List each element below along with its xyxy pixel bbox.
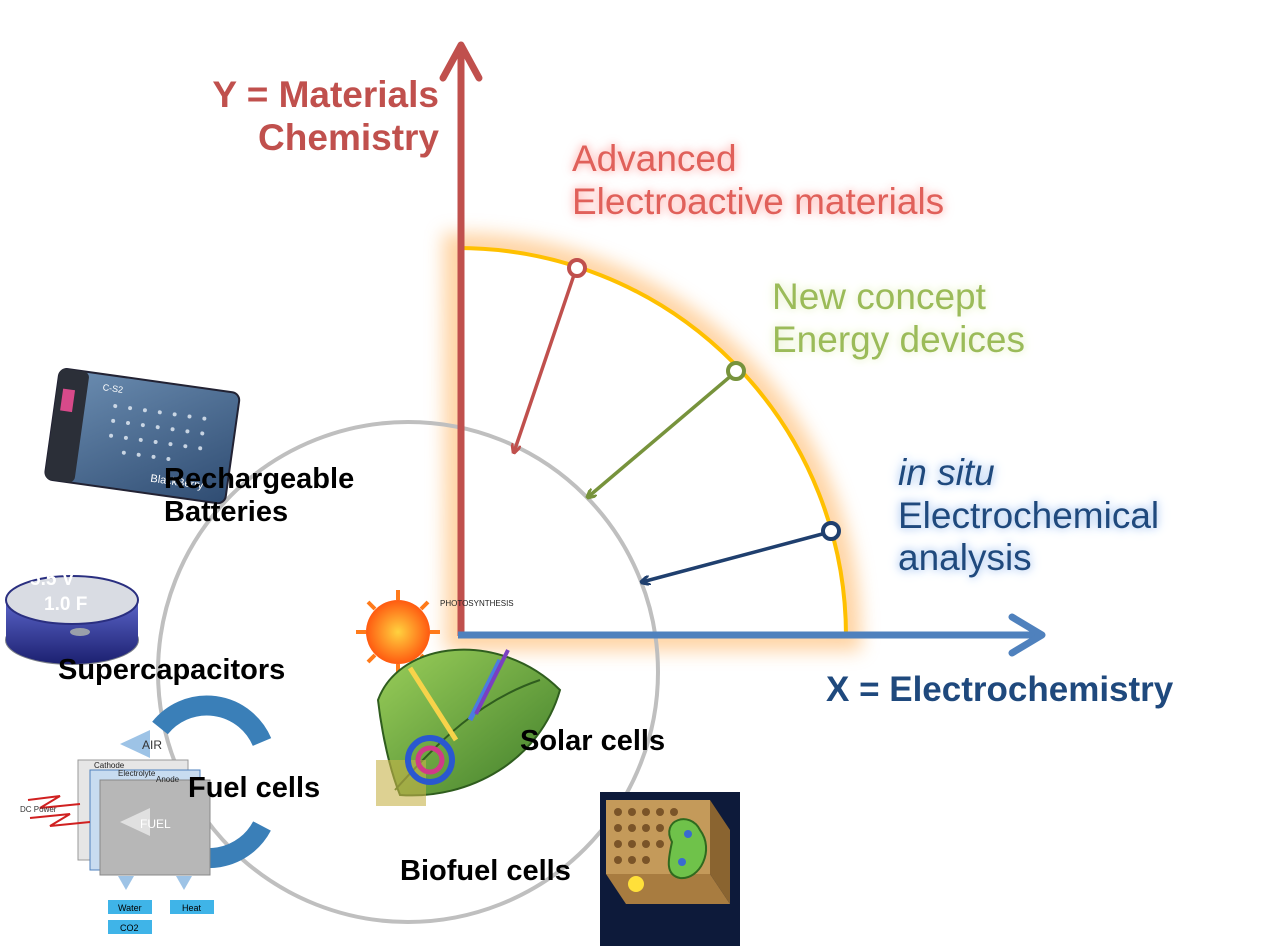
fuel-anode-text: Anode	[156, 775, 180, 784]
fuel-electrolyte-text: Electrolyte	[118, 769, 156, 778]
sun-icon	[366, 600, 430, 664]
x-axis-label: X = Electrochemistry	[826, 670, 1174, 709]
batteries-line1: Rechargeable	[164, 463, 355, 495]
fuel-heat-text: Heat	[182, 903, 202, 913]
batteries-line2: Batteries	[164, 496, 289, 529]
red-arrow	[514, 271, 577, 452]
supercapacitors-label: Supercapacitors	[58, 654, 286, 686]
new-concept-label: New concept Energy devices	[772, 276, 1025, 361]
advanced-materials-line1: Advanced	[572, 138, 737, 179]
x-axis	[458, 613, 1046, 657]
battery-model-text: C-S2	[102, 382, 124, 395]
batteries-label: Rechargeable Batteries	[164, 463, 354, 530]
in-situ-line1: in situ	[898, 452, 995, 493]
in-situ-line2: Electrochemical	[898, 494, 1160, 536]
fuel-cells-label: Fuel cells	[188, 772, 321, 804]
solar-leaf-image: PHOTOSYNTHESIS	[356, 590, 562, 806]
y-axis-label: Y = Materials Chemistry	[212, 74, 439, 159]
biofuel-cells-label: Biofuel cells	[400, 855, 571, 887]
supercapacitor-image: 5.5 V 1.0 F	[5, 569, 139, 665]
in-situ-label: in situ Electrochemical analysis	[898, 452, 1159, 580]
y-axis-arrowhead	[439, 41, 483, 82]
in-situ-line3: analysis	[898, 537, 1032, 579]
biofuel-cell-image	[600, 792, 740, 946]
green-arc-marker	[726, 361, 746, 381]
capacitor-farad-text: 1.0 F	[44, 594, 87, 615]
red-arc-marker	[567, 258, 587, 278]
fuel-power-text: DC Power	[20, 805, 57, 814]
fuel-cathode-text: Cathode	[94, 761, 125, 770]
x-axis-arrowhead	[1008, 613, 1046, 657]
green-arrow	[588, 373, 734, 497]
blue-arrow	[642, 531, 827, 582]
device-circle	[156, 420, 660, 924]
advanced-materials-line2: Electroactive materials	[572, 180, 945, 222]
fuel-co2-text: CO2	[120, 923, 139, 933]
blue-arc-marker	[821, 521, 841, 541]
solar-cells-label: Solar cells	[520, 725, 666, 757]
new-concept-line2: Energy devices	[772, 318, 1025, 360]
fuel-water-text: Water	[118, 903, 142, 913]
battery-image: C-S2 BlackBerry	[44, 368, 241, 505]
y-axis-label-line1: Y = Materials	[212, 74, 439, 115]
capacitor-voltage-text: 5.5 V	[30, 569, 75, 590]
fuel-fuel-text: FUEL	[140, 817, 171, 831]
fuel-cell-image: AIR Cathode Electrolyte Anode FUEL DC Po…	[20, 695, 272, 934]
photosynthesis-title: PHOTOSYNTHESIS	[440, 599, 514, 608]
y-axis-label-line2: Chemistry	[258, 116, 439, 158]
advanced-materials-label: Advanced Electroactive materials	[572, 138, 944, 223]
quadrant-arc	[457, 246, 848, 637]
new-concept-line1: New concept	[772, 276, 986, 317]
fuel-air-text: AIR	[142, 738, 162, 752]
y-axis	[439, 41, 483, 636]
